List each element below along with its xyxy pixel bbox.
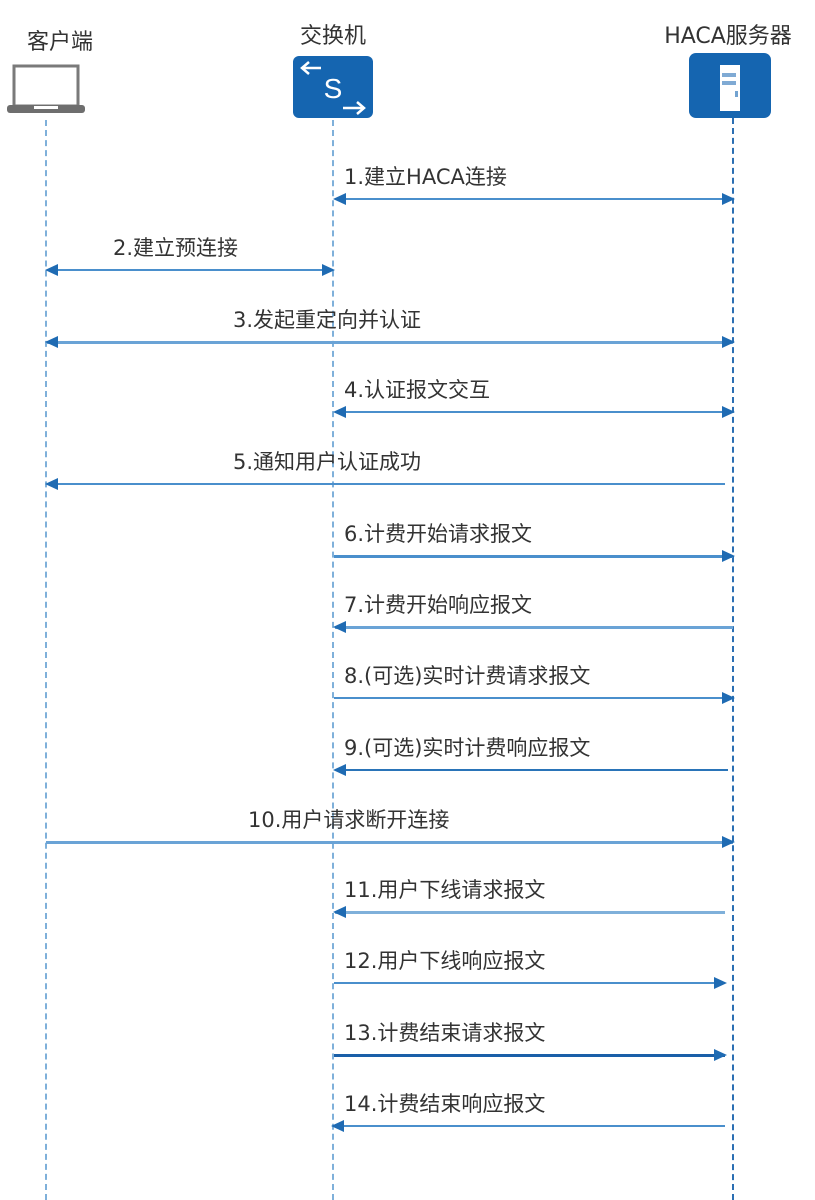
message-line xyxy=(334,1054,725,1057)
arrow-right-icon xyxy=(722,193,735,205)
message-line xyxy=(335,911,725,914)
arrow-left-icon xyxy=(45,264,58,276)
message-label: 7.计费开始响应报文 xyxy=(344,593,533,617)
message-line xyxy=(47,483,725,485)
message-line xyxy=(335,769,728,771)
message-label: 6.计费开始请求报文 xyxy=(344,522,533,546)
message-line xyxy=(46,841,733,844)
arrow-left-icon xyxy=(333,193,346,205)
message-label: 5.通知用户认证成功 xyxy=(233,450,422,474)
message-label: 8.(可选)实时计费请求报文 xyxy=(344,664,591,688)
message-line xyxy=(333,1125,725,1127)
arrow-left-icon xyxy=(333,764,346,776)
lifeline-switch xyxy=(332,120,334,1200)
arrow-right-icon xyxy=(722,406,735,418)
svg-text:S: S xyxy=(324,73,343,104)
message-line xyxy=(334,982,725,984)
message-label: 11.用户下线请求报文 xyxy=(344,878,546,902)
message-line xyxy=(335,198,733,200)
actor-title-switch: 交换机 xyxy=(299,24,367,49)
switch-icon: S xyxy=(293,56,373,118)
arrow-left-icon xyxy=(333,621,346,633)
arrow-right-icon xyxy=(722,692,735,704)
arrow-right-icon xyxy=(322,264,335,276)
lifeline-server xyxy=(732,118,734,1200)
message-line xyxy=(47,341,733,344)
message-label: 3.发起重定向并认证 xyxy=(233,308,422,332)
message-line xyxy=(47,269,333,271)
arrow-left-icon xyxy=(333,406,346,418)
message-label: 10.用户请求断开连接 xyxy=(248,808,450,832)
arrow-left-icon xyxy=(331,1120,344,1132)
message-label: 1.建立HACA连接 xyxy=(344,165,507,189)
actor-title-client: 客户端 xyxy=(26,30,94,55)
message-line xyxy=(334,555,733,558)
message-line xyxy=(334,697,733,699)
arrow-left-icon xyxy=(333,906,346,918)
message-line xyxy=(335,626,733,629)
message-label: 4.认证报文交互 xyxy=(344,378,491,402)
actor-title-server: HACA服务器 xyxy=(664,24,792,49)
arrow-right-icon xyxy=(714,977,727,989)
message-line xyxy=(335,411,733,413)
arrow-right-icon xyxy=(714,1049,727,1061)
message-label: 14.计费结束响应报文 xyxy=(344,1092,546,1116)
arrow-right-icon xyxy=(722,836,735,848)
arrow-right-icon xyxy=(722,550,735,562)
arrow-left-icon xyxy=(45,336,58,348)
message-label: 13.计费结束请求报文 xyxy=(344,1021,546,1045)
lifeline-client xyxy=(45,120,47,1200)
laptop-icon xyxy=(7,64,85,113)
arrow-right-icon xyxy=(722,336,735,348)
message-label: 2.建立预连接 xyxy=(113,236,239,260)
message-label: 12.用户下线响应报文 xyxy=(344,949,546,973)
server-icon xyxy=(689,53,771,118)
message-label: 9.(可选)实时计费响应报文 xyxy=(344,736,591,760)
arrow-left-icon xyxy=(45,478,58,490)
